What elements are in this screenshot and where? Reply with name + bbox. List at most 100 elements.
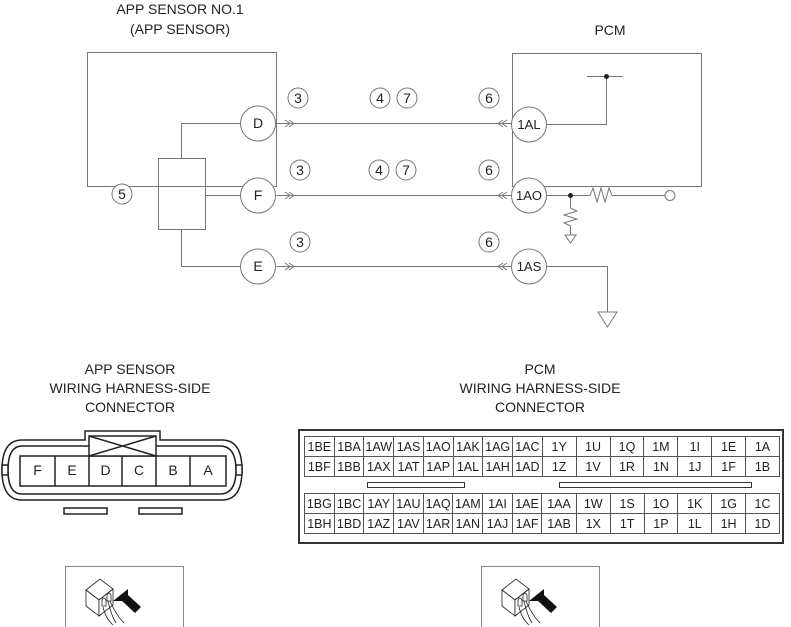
pcm-pin-cell: 1AV (393, 513, 424, 534)
wire-internal-e (181, 229, 240, 267)
pcm-pin-cell: 1AL (452, 456, 484, 477)
pcm-pin-cell: 1R (609, 456, 645, 477)
pcm-pin-cell: 1AI (482, 493, 513, 514)
sensor-pin-e-label: E (253, 258, 263, 274)
connector-tab (138, 507, 183, 515)
ground-icon (564, 234, 577, 244)
pcm-pin-cell: 1L (677, 513, 713, 534)
pcm-pin-cell: 1U (575, 436, 611, 457)
sensor-pin-f-label: F (253, 187, 263, 203)
probe-icon-box-right (481, 566, 600, 627)
pcm-pin-cell: 1V (575, 456, 611, 477)
pcm-pin-cell: 1W (575, 493, 611, 514)
callout-6-label: 6 (485, 234, 493, 250)
pcm-pin-cell: 1BE (304, 436, 335, 457)
pcm-pin-cell: 1AB (541, 513, 577, 534)
pcm-pin-cell: 1AP (422, 456, 454, 477)
pcm-pin-cell: 1AU (393, 493, 424, 514)
sensor-pin-d-label: D (252, 115, 264, 131)
pcm-pin-cell: 1AW (363, 436, 395, 457)
pcm-pin-cell: 1AA (541, 493, 577, 514)
callout-3 (289, 159, 311, 181)
pcm-pin-1al-label: 1AL (517, 117, 541, 132)
callout-3-label: 3 (296, 162, 304, 178)
pcm-pin-cell: 1P (643, 513, 679, 534)
pcm-pin-cell: 1BG (304, 493, 335, 514)
resistor-pulldown-icon (562, 207, 579, 227)
app-pin-c: C (133, 462, 145, 478)
connector-probe-icon (501, 578, 557, 626)
app-sensor-box (87, 52, 277, 187)
connector-chevrons-pcm (497, 119, 508, 271)
pcm-pin-cell: 1M (643, 436, 679, 457)
pcm-pin-1ao-label: 1AO (515, 188, 542, 203)
pcm-pin-cell: 1E (711, 436, 747, 457)
pcm-pin-cell: 1BC (333, 493, 365, 514)
pcm-pin-cell: 1K (677, 493, 713, 514)
wire-internal-d (181, 123, 240, 159)
pcm-pin-1as (511, 248, 547, 285)
callout-7-label: 7 (403, 90, 411, 106)
callout-5-label: 5 (118, 186, 126, 202)
callout-3 (287, 87, 309, 109)
pcm-pin-cell: 1Q (609, 436, 645, 457)
pcm-pin-cell: 1AS (393, 436, 424, 457)
callout-7 (395, 159, 417, 181)
pcm-pin-cell: 1AQ (422, 493, 454, 514)
connector-probe-icon (85, 578, 141, 626)
sensor-pin-d (240, 105, 276, 142)
pcm-pin-1al (511, 106, 547, 143)
callout-4-label: 4 (375, 162, 383, 178)
pcm-pin-cell: 1AD (512, 456, 543, 477)
pcm-pin-cell: 1AE (511, 493, 543, 514)
pcm-pin-cell: 1AT (393, 456, 424, 477)
pcm-pin-cell: 1X (575, 513, 611, 534)
pcm-pin-cell: 1AM (452, 493, 484, 514)
pcm-pin-cell: 1BB (333, 456, 365, 477)
pcm-pin-cell: 1AO (422, 436, 454, 457)
connector-nub (235, 464, 243, 476)
connector-chevrons-sensor (284, 119, 295, 271)
callout-4-label: 4 (376, 90, 384, 106)
sensor-pin-e (240, 248, 276, 285)
sensor-title-line1: APP SENSOR NO.1 (116, 1, 244, 17)
pcm-pin-1as-label: 1AS (516, 259, 542, 274)
pcm-connector-title-line2: WIRING HARNESS-SIDE (459, 380, 621, 396)
callout-6 (478, 159, 500, 181)
connector-tab (63, 507, 108, 515)
app-pin-b: B (168, 462, 178, 478)
callout-4 (369, 87, 391, 109)
pcm-pin-cell: 1AH (482, 456, 514, 477)
wire-1al-supply (546, 76, 607, 125)
pcm-pin-cell: 1H (711, 513, 747, 534)
callout-6-label: 6 (485, 162, 493, 178)
pcm-connector-key (559, 482, 752, 488)
pcm-pin-cell: 1A (745, 436, 780, 457)
pcm-pin-cell: 1Y (541, 436, 577, 457)
pcm-pin-cell: 1AN (452, 513, 484, 534)
pcm-pin-cell: 1AF (511, 513, 543, 534)
pcm-pin-cell: 1BA (333, 436, 365, 457)
pcm-pin-cell: 1AK (452, 436, 484, 457)
callout-6 (478, 87, 500, 109)
pcm-connector-title-line1: PCM (524, 361, 556, 377)
pcm-pin-cell: 1AJ (482, 513, 513, 534)
terminal-icon (664, 190, 676, 201)
pcm-pin-cell: 1S (609, 493, 645, 514)
app-connector-title-line3: CONNECTOR (85, 399, 175, 415)
callout-6-label: 6 (485, 90, 493, 106)
callout-3-label: 3 (296, 234, 304, 250)
pcm-pin-cell: 1D (745, 513, 780, 534)
callout-3-label: 3 (294, 90, 302, 106)
pcm-pin-cell: 1T (609, 513, 645, 534)
pcm-connector-title-line3: CONNECTOR (495, 399, 585, 415)
pcm-pin-cell: 1AY (363, 493, 395, 514)
pcm-pin-cell: 1AR (422, 513, 454, 534)
